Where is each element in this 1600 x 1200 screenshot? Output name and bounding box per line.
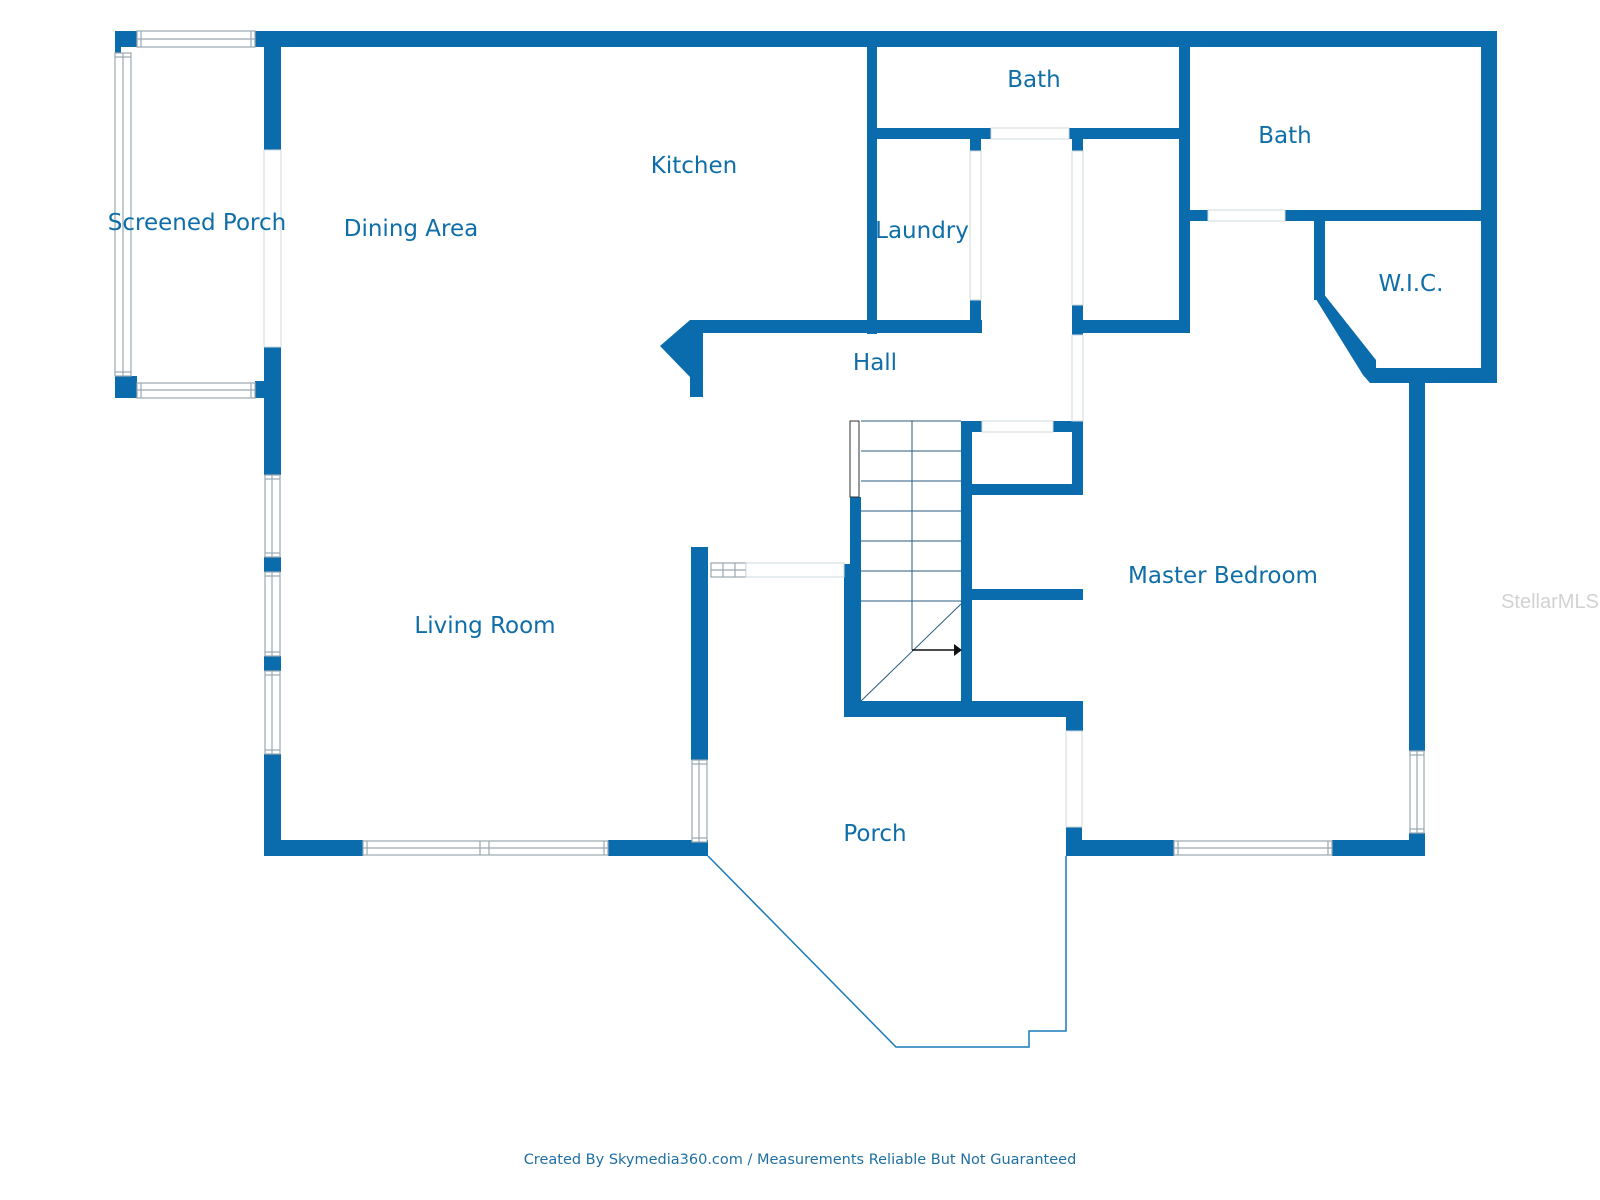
wall-stair-right xyxy=(961,421,972,701)
wall-closet-left-top xyxy=(1072,128,1083,151)
window-master-bottom xyxy=(1173,840,1333,856)
wall-closet-right xyxy=(1072,421,1083,493)
wall-porch-bottom-stub xyxy=(255,381,265,398)
wall-closet-divider xyxy=(972,589,1083,600)
wall-bath2-bottom-right xyxy=(1285,210,1488,221)
wall-wic-left xyxy=(1314,210,1325,300)
opening-entry xyxy=(745,562,845,578)
wall-left-pier-1 xyxy=(264,557,281,572)
window-porch-top xyxy=(136,30,256,48)
wall-left-pier-2 xyxy=(264,656,281,671)
wall-bath-divider xyxy=(1179,47,1190,333)
staircase xyxy=(849,420,962,702)
wall-closet-bottom xyxy=(1072,320,1190,333)
wall-porch-left-top xyxy=(115,31,121,53)
wall-bath2-bottom-left xyxy=(1190,210,1208,221)
label-bath-2: Bath xyxy=(1258,123,1311,149)
wall-left-middle xyxy=(264,347,281,475)
porch-outline xyxy=(707,855,1067,1048)
wall-laundry-right-top xyxy=(970,128,981,151)
wall-closet-stub xyxy=(1053,421,1083,432)
wall-top xyxy=(255,31,1497,47)
label-laundry: Laundry xyxy=(875,218,969,244)
window-porch-bottom xyxy=(136,382,256,399)
label-kitchen: Kitchen xyxy=(651,153,737,179)
opening-laundry-side xyxy=(969,150,982,301)
label-porch: Porch xyxy=(843,821,906,847)
wall-master-bottom-right xyxy=(1332,840,1425,856)
opening-laundry-top xyxy=(990,127,1070,140)
wall-stair-top-stub xyxy=(961,421,982,432)
room-labels: Screened Porch Dining Area Kitchen Bath … xyxy=(108,67,1444,847)
label-bath-1: Bath xyxy=(1007,67,1060,93)
window-entry xyxy=(710,562,747,578)
label-dining-area: Dining Area xyxy=(344,216,479,242)
wall-hall-top xyxy=(690,320,982,333)
wall-stair-bottom xyxy=(844,701,1083,717)
wall-stair-left-upper xyxy=(850,497,861,577)
door-openings xyxy=(263,127,1286,828)
opening-hall-closet xyxy=(981,420,1054,433)
wall-kitchen-angle xyxy=(660,320,690,377)
wall-left-lower xyxy=(264,754,281,856)
label-living-room: Living Room xyxy=(414,613,555,639)
wall-master-left-foot xyxy=(1066,827,1082,856)
walls xyxy=(115,31,1497,856)
footer-credit: Created By Skymedia360.com / Measurement… xyxy=(524,1152,1077,1168)
watermark: StellarMLS xyxy=(1501,591,1599,613)
window-left-3 xyxy=(264,670,281,755)
wall-laundry-right-bottom xyxy=(970,300,981,333)
wall-living-bottom-right xyxy=(608,840,708,856)
wall-living-right xyxy=(691,547,708,760)
label-hall: Hall xyxy=(853,350,897,376)
windows xyxy=(114,30,1425,856)
wall-laundry-top-right xyxy=(1069,128,1190,139)
window-porch-left xyxy=(114,52,132,377)
window-left-2 xyxy=(264,571,281,657)
wall-wic-angle xyxy=(1314,293,1376,383)
wall-left-upper xyxy=(264,31,281,150)
wall-right-upper xyxy=(1481,31,1497,383)
label-wic: W.I.C. xyxy=(1379,271,1444,297)
wall-kitchen-right xyxy=(867,47,877,334)
window-master-right xyxy=(1409,750,1425,834)
label-screened-porch: Screened Porch xyxy=(108,210,286,236)
label-master-bedroom: Master Bedroom xyxy=(1128,563,1318,589)
wall-stair-left xyxy=(844,564,861,717)
opening-bath2 xyxy=(1207,209,1286,222)
stair-arrow xyxy=(954,644,962,656)
opening-porch-master xyxy=(1065,730,1083,828)
wall-hall-stub xyxy=(690,320,703,397)
window-left-1 xyxy=(264,474,281,558)
wall-laundry-top-left xyxy=(867,128,991,139)
window-living-bottom xyxy=(362,840,609,856)
wall-living-bottom-left xyxy=(264,840,363,856)
wall-master-bottom-left xyxy=(1066,840,1174,856)
opening-closet-side xyxy=(1071,150,1084,306)
wall-living-right-foot xyxy=(691,842,708,856)
stair-rail xyxy=(849,420,860,498)
wall-right-lower-upper xyxy=(1409,368,1425,751)
wall-porch-left-bottom-corner xyxy=(115,376,137,398)
wall-closet-lower xyxy=(972,484,1083,495)
opening-hall-master xyxy=(1071,334,1084,422)
wall-wic-bottom xyxy=(1376,368,1497,383)
opening-porch-to-dining xyxy=(263,149,282,348)
window-living-right xyxy=(691,759,708,843)
wall-master-left xyxy=(1066,701,1083,731)
